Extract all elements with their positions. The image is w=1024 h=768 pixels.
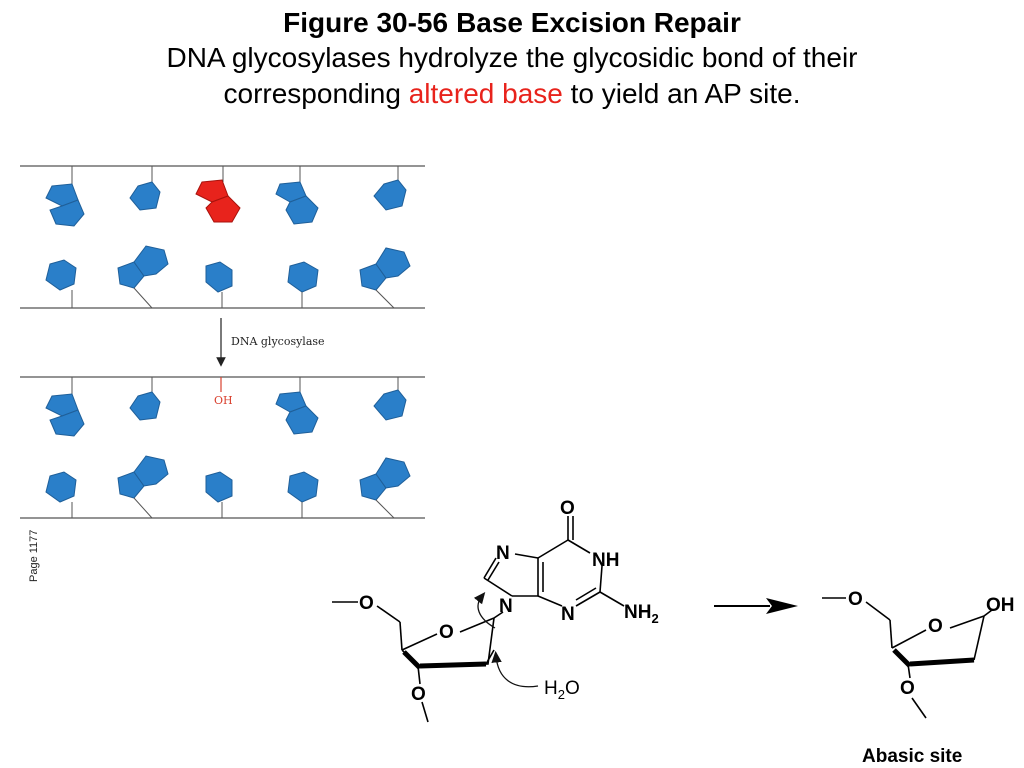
product-atom-labels: O O O OH bbox=[848, 589, 1015, 699]
base-purine-ring bbox=[133, 245, 169, 277]
altered-base-ring bbox=[205, 195, 241, 223]
base-pyrimidine bbox=[373, 179, 407, 211]
base-purine-ring bbox=[375, 247, 411, 279]
base-purine-ring bbox=[133, 455, 169, 487]
product-atom-o-5prime: O bbox=[848, 589, 863, 610]
reactant-nucleoside bbox=[332, 516, 625, 723]
base-pyrimidine bbox=[45, 471, 77, 503]
abasic-site-label: Abasic site bbox=[862, 746, 962, 767]
product-atom-o-3prime: O bbox=[900, 678, 915, 699]
base-pyrimidine bbox=[45, 259, 77, 291]
altered-base-highlight: altered base bbox=[408, 78, 563, 109]
ap-site-oh: OH bbox=[214, 394, 233, 407]
figure-label: Figure 30-56 bbox=[283, 7, 449, 38]
enzyme-label: DNA glycosylase bbox=[231, 335, 325, 348]
atom-o-3prime: O bbox=[411, 684, 426, 705]
atom-o-ring: O bbox=[439, 622, 454, 643]
water-molecule: H2O bbox=[544, 678, 580, 702]
base-pyrimidine bbox=[287, 261, 319, 293]
atom-nh: NH bbox=[592, 550, 619, 571]
curved-arrow-bond-break bbox=[473, 591, 496, 629]
base-pyrimidine bbox=[205, 471, 233, 503]
atom-o-5prime: O bbox=[359, 593, 374, 614]
atom-n7: N bbox=[496, 543, 510, 564]
atom-n9: N bbox=[499, 596, 513, 617]
base-purine-ring bbox=[285, 405, 319, 435]
base-pyrimidine bbox=[205, 261, 233, 293]
atom-nh2: NH2 bbox=[624, 602, 659, 626]
base-purine-ring bbox=[375, 457, 411, 489]
base-purine-ring bbox=[285, 195, 319, 225]
bottom-row-bases-after bbox=[45, 455, 411, 519]
caption-line-2: corresponding altered base to yield an A… bbox=[0, 76, 1024, 112]
reactant-atom-labels: O O O O N N N NH NH2 bbox=[359, 498, 659, 705]
base-purine bbox=[117, 471, 145, 499]
curved-arrow-water-attack bbox=[491, 650, 539, 688]
product-atom-oh: OH bbox=[986, 595, 1015, 616]
base-purine bbox=[117, 261, 145, 289]
reaction-arrow bbox=[714, 598, 798, 614]
product-atom-o-ring: O bbox=[928, 616, 943, 637]
caption-line-1: DNA glycosylases hydrolyze the glycosidi… bbox=[166, 42, 858, 73]
figure-name: Base Excision Repair bbox=[456, 7, 741, 38]
base-pyrimidine bbox=[129, 391, 161, 421]
base-purine-ring bbox=[49, 409, 85, 437]
atom-o-carbonyl: O bbox=[560, 498, 575, 519]
page-reference: Page 1177 bbox=[28, 530, 40, 582]
top-row-bases-after: OH bbox=[45, 377, 407, 437]
dna-panel-after: OH bbox=[20, 376, 425, 519]
atom-n3: N bbox=[561, 604, 575, 625]
bottom-row-bases bbox=[45, 245, 411, 309]
caption-pre: corresponding bbox=[223, 78, 409, 109]
base-pyrimidine bbox=[129, 181, 161, 211]
dna-panel-before bbox=[20, 165, 425, 309]
product-abasic-sugar bbox=[822, 597, 993, 719]
base-purine bbox=[359, 263, 387, 291]
caption-post: to yield an AP site. bbox=[562, 78, 801, 109]
base-pyrimidine bbox=[373, 389, 407, 421]
base-pyrimidine bbox=[287, 471, 319, 503]
base-purine-ring bbox=[49, 199, 85, 227]
base-purine bbox=[359, 473, 387, 501]
glycosylase-step: DNA glycosylase bbox=[216, 318, 325, 367]
top-row-bases bbox=[45, 166, 407, 227]
